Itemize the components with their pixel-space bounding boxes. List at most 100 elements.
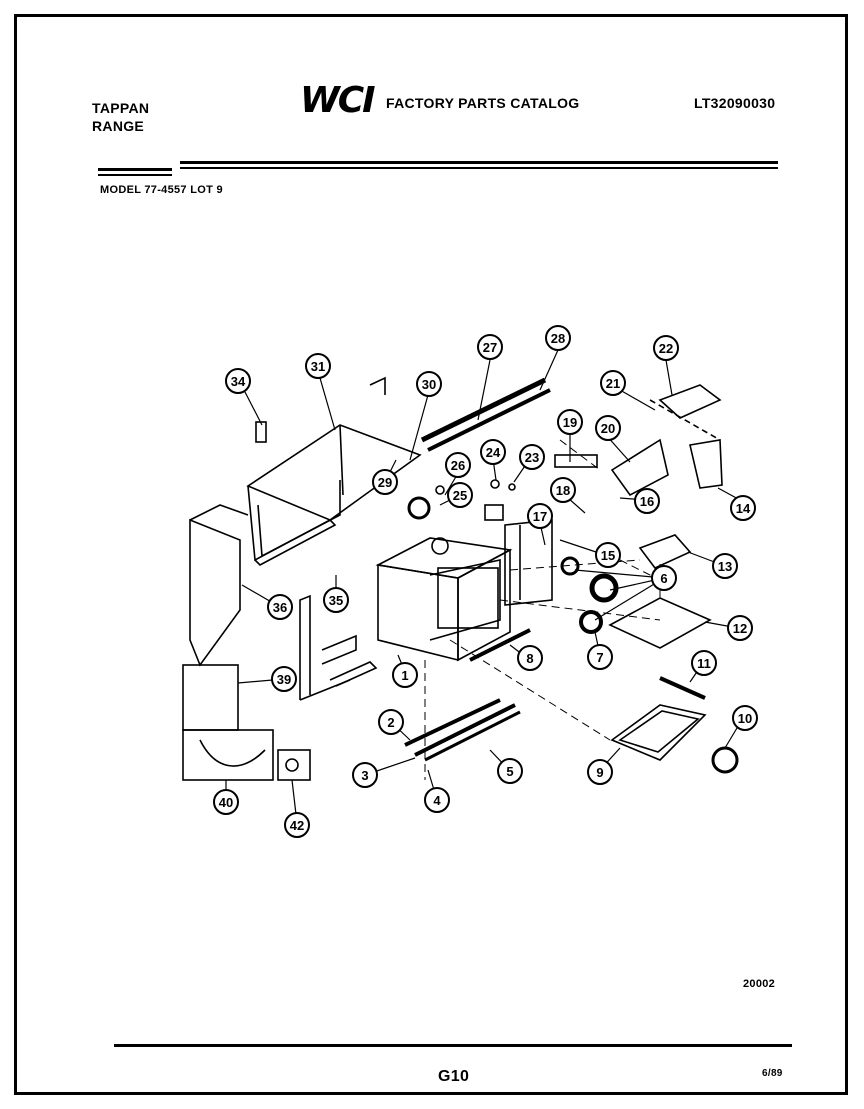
callout-15: 15 <box>595 542 621 568</box>
wci-logo: WCI <box>300 80 376 121</box>
callout-circle <box>305 353 331 379</box>
callout-circle <box>519 444 545 470</box>
callout-label: 25 <box>453 488 467 503</box>
callout-label: 23 <box>525 450 539 465</box>
callout-label: 22 <box>659 341 673 356</box>
callout-label: 24 <box>486 445 501 460</box>
callout-26: 26 <box>445 452 471 478</box>
callout-circle <box>213 789 239 815</box>
header-rule-short-2 <box>98 174 172 176</box>
callout-34: 34 <box>225 368 251 394</box>
callout-label: 17 <box>533 509 547 524</box>
callout-label: 1 <box>401 668 408 683</box>
callout-circle <box>392 662 418 688</box>
callout-5: 5 <box>497 758 523 784</box>
callout-circle <box>372 469 398 495</box>
callout-circle <box>267 594 293 620</box>
brand-left-line1: TAPPAN <box>92 100 150 116</box>
callout-39: 39 <box>271 666 297 692</box>
callout-circle <box>691 650 717 676</box>
callout-11: 11 <box>691 650 717 676</box>
callout-circle <box>480 439 506 465</box>
callout-circle <box>712 553 738 579</box>
callout-label: 42 <box>290 818 304 833</box>
callout-30: 30 <box>416 371 442 397</box>
callout-label: 18 <box>556 483 570 498</box>
callout-17: 17 <box>527 503 553 529</box>
callout-label: 39 <box>277 672 291 687</box>
callout-label: 13 <box>718 559 732 574</box>
callout-label: 9 <box>596 765 603 780</box>
callout-28: 28 <box>545 325 571 351</box>
callout-label: 29 <box>378 475 392 490</box>
callout-label: 5 <box>506 764 513 779</box>
callout-circle <box>587 759 613 785</box>
callout-1: 1 <box>392 662 418 688</box>
ref-code: 20002 <box>743 978 776 990</box>
callout-label: 15 <box>601 548 615 563</box>
callout-label: 28 <box>551 331 565 346</box>
callout-circle <box>416 371 442 397</box>
callout-18: 18 <box>550 477 576 503</box>
callout-label: 3 <box>361 768 368 783</box>
callout-circle <box>727 615 753 641</box>
callout-circle <box>447 482 473 508</box>
callout-40: 40 <box>213 789 239 815</box>
callout-circle <box>651 565 677 591</box>
callout-label: 8 <box>526 651 533 666</box>
callout-circle <box>497 758 523 784</box>
footer-rule <box>114 1044 792 1047</box>
callout-label: 34 <box>231 374 246 389</box>
callout-circle <box>352 762 378 788</box>
callout-label: 30 <box>422 377 436 392</box>
callout-label: 7 <box>596 650 603 665</box>
callout-circle <box>653 335 679 361</box>
model-line: MODEL 77-4557 LOT 9 <box>100 184 223 196</box>
callout-42: 42 <box>284 812 310 838</box>
callout-3: 3 <box>352 762 378 788</box>
callout-label: 36 <box>273 600 287 615</box>
callout-10: 10 <box>732 705 758 731</box>
callout-23: 23 <box>519 444 545 470</box>
callout-36: 36 <box>267 594 293 620</box>
callout-label: 35 <box>329 593 343 608</box>
callout-9: 9 <box>587 759 613 785</box>
page-label: G10 <box>438 1068 470 1085</box>
callout-circle <box>730 495 756 521</box>
callout-circle <box>634 488 660 514</box>
callout-label: 14 <box>736 501 751 516</box>
catalog-title: FACTORY PARTS CATALOG <box>386 95 580 111</box>
callout-circle <box>732 705 758 731</box>
callout-label: 10 <box>738 711 752 726</box>
callout-circle <box>545 325 571 351</box>
brand-left-line2: RANGE <box>92 118 145 134</box>
callout-8: 8 <box>517 645 543 671</box>
callout-14: 14 <box>730 495 756 521</box>
callout-22: 22 <box>653 335 679 361</box>
callout-circle <box>550 477 576 503</box>
callout-circle <box>477 334 503 360</box>
callout-label: 26 <box>451 458 465 473</box>
header-rule-long-2 <box>180 167 778 169</box>
callout-label: 12 <box>733 621 747 636</box>
callout-circle <box>284 812 310 838</box>
header-rule-long-1 <box>180 161 778 164</box>
callout-16: 16 <box>634 488 660 514</box>
callout-label: 31 <box>311 359 325 374</box>
callout-label: 6 <box>660 571 667 586</box>
callout-21: 21 <box>600 370 626 396</box>
callout-label: 19 <box>563 415 577 430</box>
callout-19: 19 <box>557 409 583 435</box>
callout-27: 27 <box>477 334 503 360</box>
callout-label: 27 <box>483 340 497 355</box>
callout-24: 24 <box>480 439 506 465</box>
callout-20: 20 <box>595 415 621 441</box>
callout-31: 31 <box>305 353 331 379</box>
callout-13: 13 <box>712 553 738 579</box>
callout-label: 40 <box>219 795 233 810</box>
top-panel-shape <box>246 424 422 521</box>
callout-circle <box>271 666 297 692</box>
callout-label: 4 <box>433 793 441 808</box>
callout-6: 6 <box>651 565 677 591</box>
callout-29: 29 <box>372 469 398 495</box>
